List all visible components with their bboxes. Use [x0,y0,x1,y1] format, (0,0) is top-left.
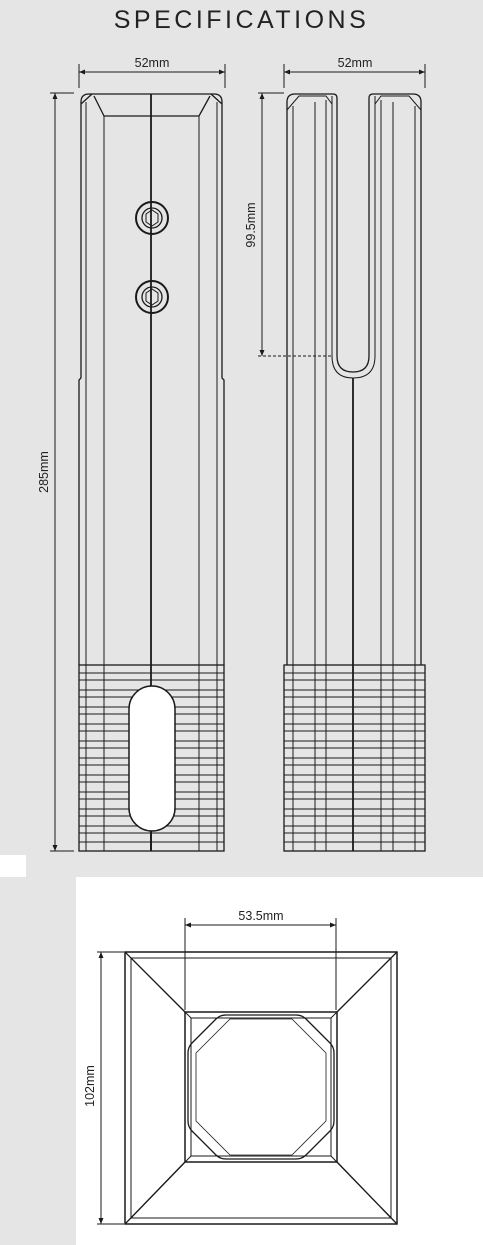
page-title: SPECIFICATIONS [113,6,370,34]
base-panel [76,877,483,1245]
front-view [50,64,226,852]
side-width-label: 52mm [338,56,373,70]
side-view [258,64,426,852]
front-width-label: 52mm [135,56,170,70]
dimension-arrows [52,69,425,1224]
slot-depth-label: 99.5mm [244,202,258,247]
base-outer-label: 102mm [83,1065,97,1107]
base-inner-label: 53.5mm [238,909,283,923]
panel-notch [0,855,26,877]
base-top-view [97,918,398,1225]
height-label: 285mm [37,451,51,493]
